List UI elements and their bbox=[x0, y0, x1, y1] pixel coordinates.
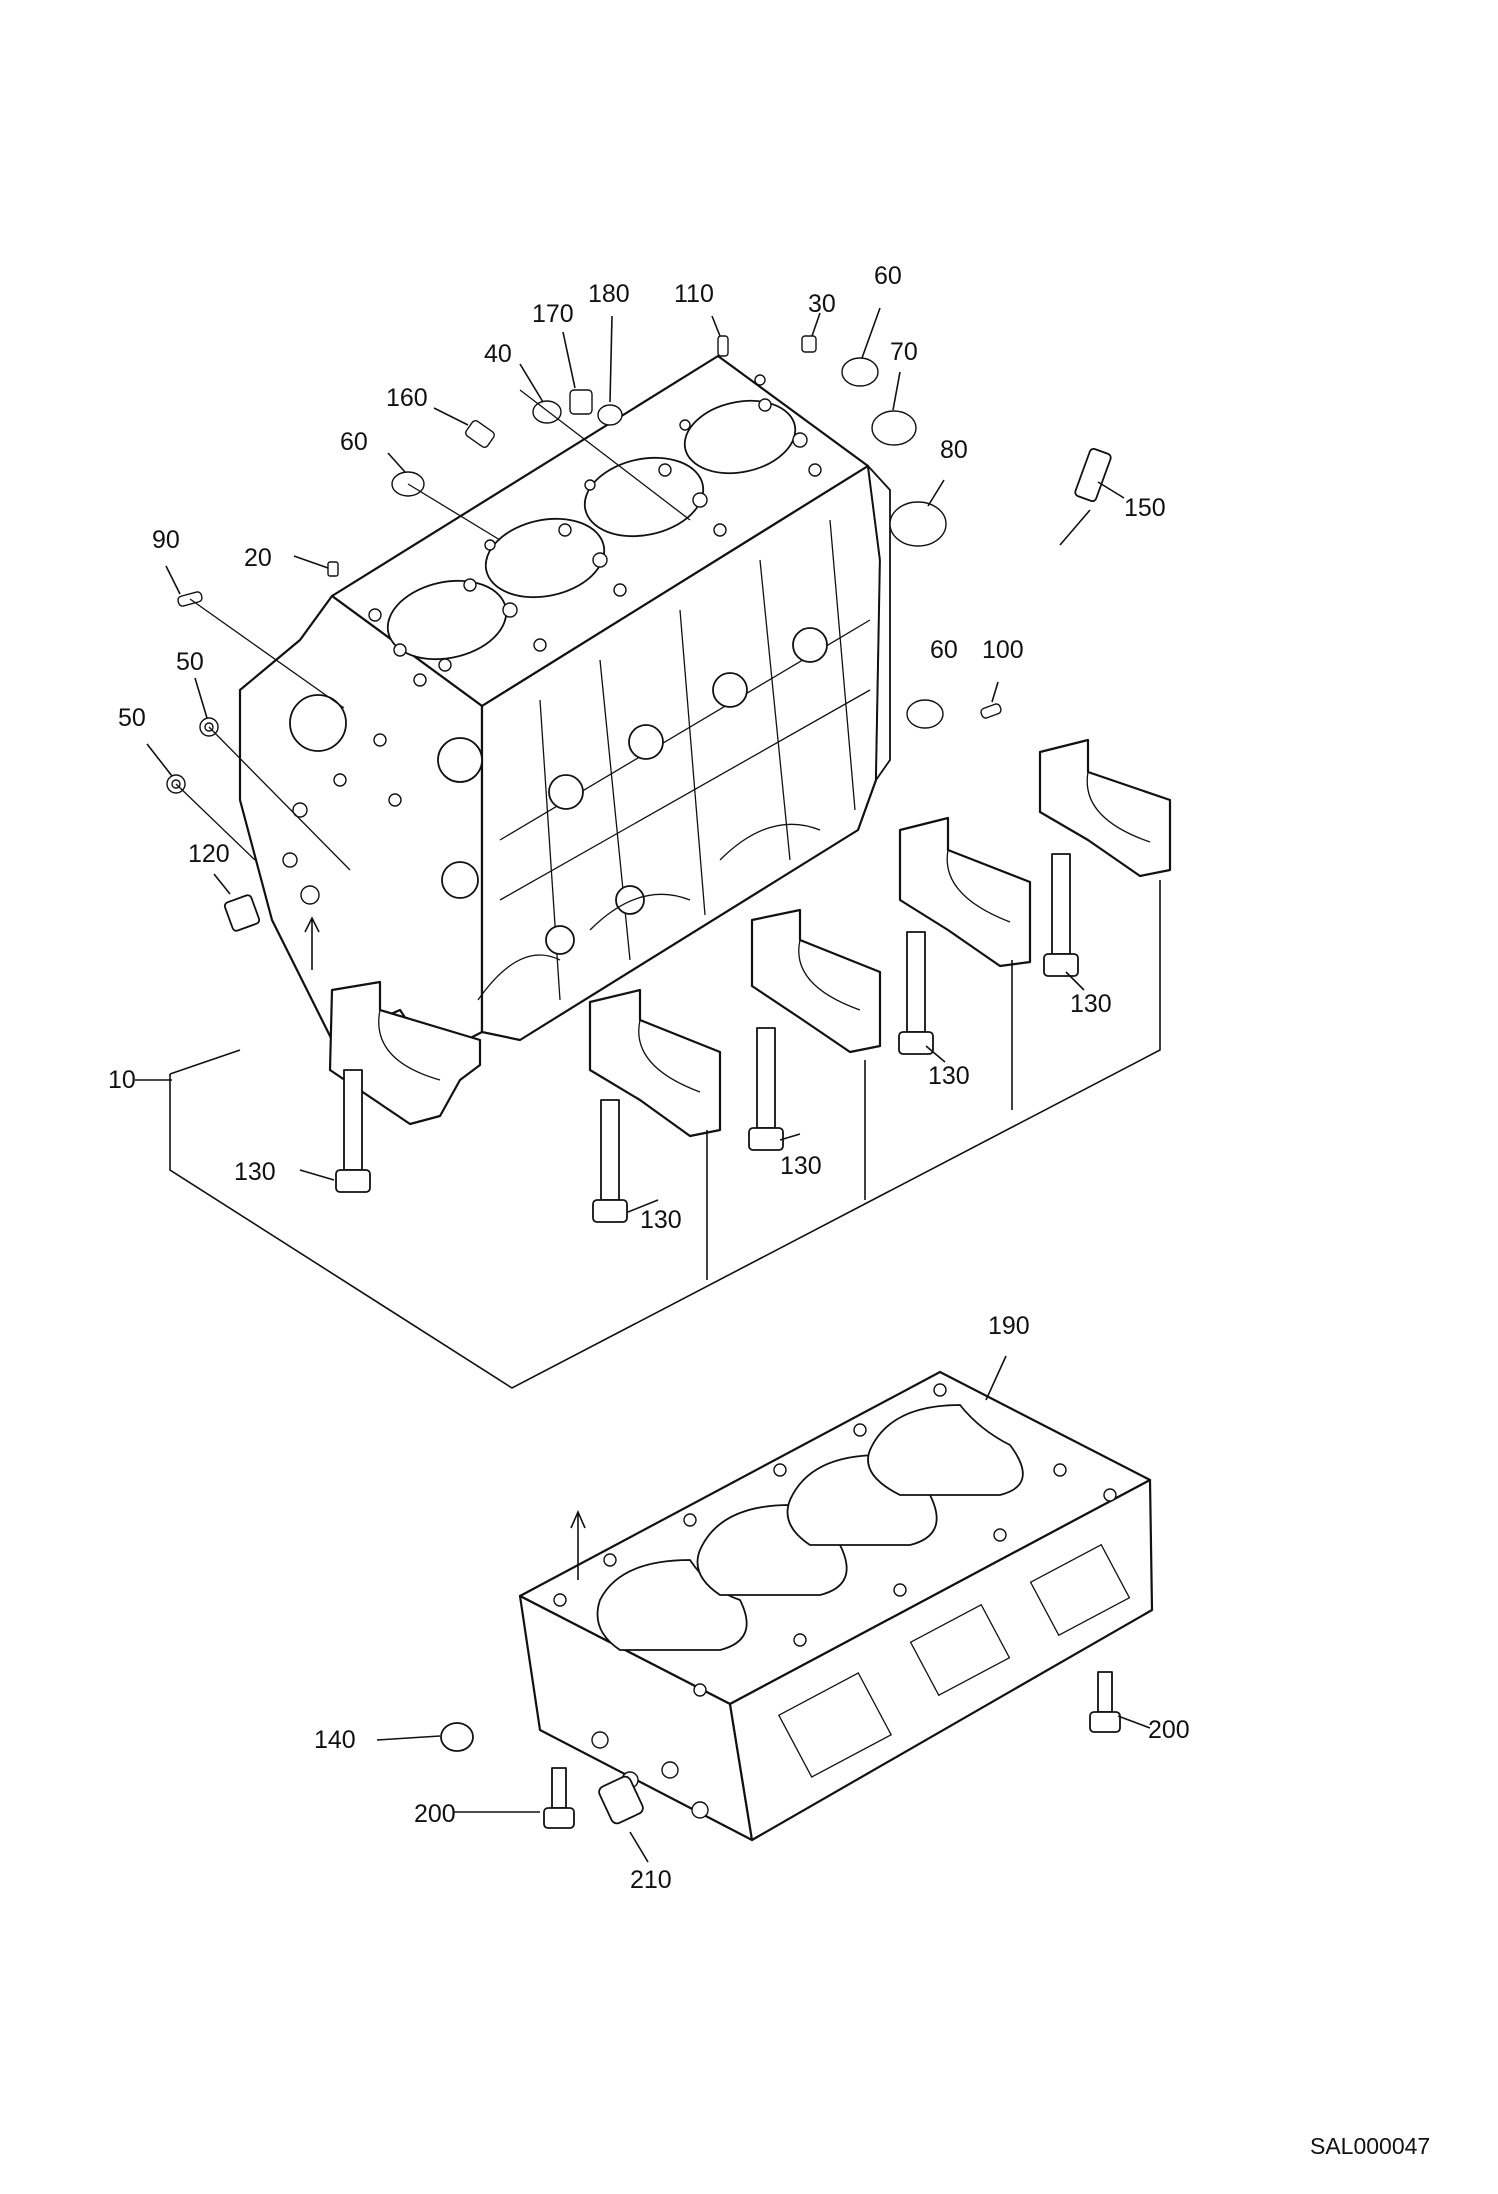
callout-200b: 200 bbox=[1148, 1716, 1190, 1744]
callout-labels: 10 20 30 40 50 50 60 60 60 70 80 90 100 … bbox=[108, 262, 1190, 1894]
callout-60b: 60 bbox=[874, 262, 902, 290]
cap-bolt-1 bbox=[335, 1069, 371, 1193]
main-bearing-cap-5 bbox=[1038, 738, 1172, 878]
callout-30: 30 bbox=[808, 290, 836, 318]
callout-70: 70 bbox=[890, 338, 918, 366]
callout-60c: 60 bbox=[930, 636, 958, 664]
front-plate-holes bbox=[282, 694, 483, 905]
callout-200a: 200 bbox=[414, 1800, 456, 1828]
callout-10: 10 bbox=[108, 1066, 136, 1094]
bolt-200a bbox=[543, 1767, 575, 1829]
cap-bolt-3 bbox=[748, 1027, 784, 1151]
callout-80: 80 bbox=[940, 436, 968, 464]
callout-120: 120 bbox=[188, 840, 230, 868]
leader-lines bbox=[135, 307, 1151, 1863]
fitting-170 bbox=[569, 389, 593, 415]
callout-130e: 130 bbox=[1070, 990, 1112, 1018]
callout-150: 150 bbox=[1124, 494, 1166, 522]
callout-50b: 50 bbox=[118, 704, 146, 732]
plug-60c bbox=[906, 699, 944, 729]
callout-60a: 60 bbox=[340, 428, 368, 456]
callout-170: 170 bbox=[532, 300, 574, 328]
oil-jet-150 bbox=[1059, 447, 1112, 546]
plug-80 bbox=[889, 501, 947, 547]
callout-40: 40 bbox=[484, 340, 512, 368]
callout-130b: 130 bbox=[640, 1206, 682, 1234]
pin-100 bbox=[980, 703, 1002, 719]
plug-40 bbox=[532, 400, 562, 424]
bushing-210 bbox=[598, 1775, 644, 1825]
callout-100: 100 bbox=[982, 636, 1024, 664]
callout-140: 140 bbox=[314, 1726, 356, 1754]
pin-110 bbox=[717, 335, 729, 357]
callout-110: 110 bbox=[674, 280, 714, 308]
callout-90: 90 bbox=[152, 526, 180, 554]
plug-140 bbox=[440, 1722, 474, 1752]
callout-180: 180 bbox=[588, 280, 630, 308]
callout-130d: 130 bbox=[928, 1062, 970, 1090]
deck-holes bbox=[368, 374, 822, 687]
main-bearing-cap-3 bbox=[750, 908, 882, 1054]
cap-bolt-5 bbox=[1043, 853, 1079, 977]
bushing-120 bbox=[223, 894, 261, 932]
callout-210: 210 bbox=[630, 1866, 672, 1894]
plug-30 bbox=[801, 335, 817, 353]
plug-160 bbox=[465, 420, 495, 448]
main-bearing-cap-1 bbox=[328, 980, 482, 1126]
cap-bolt-2 bbox=[592, 1099, 628, 1223]
cylinder-block bbox=[238, 354, 891, 1060]
plug-60b bbox=[841, 357, 879, 387]
cap-bolt-4 bbox=[898, 931, 934, 1055]
plug-20 bbox=[327, 561, 339, 577]
callout-190: 190 bbox=[988, 1312, 1030, 1340]
lower-crankcase-190 bbox=[518, 1370, 1154, 1842]
callout-50a: 50 bbox=[176, 648, 204, 676]
block-ribs bbox=[499, 519, 871, 1001]
main-bearing-cap-2 bbox=[588, 988, 722, 1138]
plug-70 bbox=[871, 410, 917, 446]
main-bearing-cap-4 bbox=[898, 816, 1032, 968]
callout-130a: 130 bbox=[234, 1158, 276, 1186]
bolt-200b bbox=[1089, 1671, 1121, 1733]
callout-160: 160 bbox=[386, 384, 428, 412]
assembly-outline-10 bbox=[169, 880, 1161, 1389]
drawing-id: SAL000047 bbox=[1310, 2133, 1430, 2159]
callout-20: 20 bbox=[244, 544, 272, 572]
callout-130c: 130 bbox=[780, 1152, 822, 1180]
gasket-180 bbox=[597, 404, 623, 426]
